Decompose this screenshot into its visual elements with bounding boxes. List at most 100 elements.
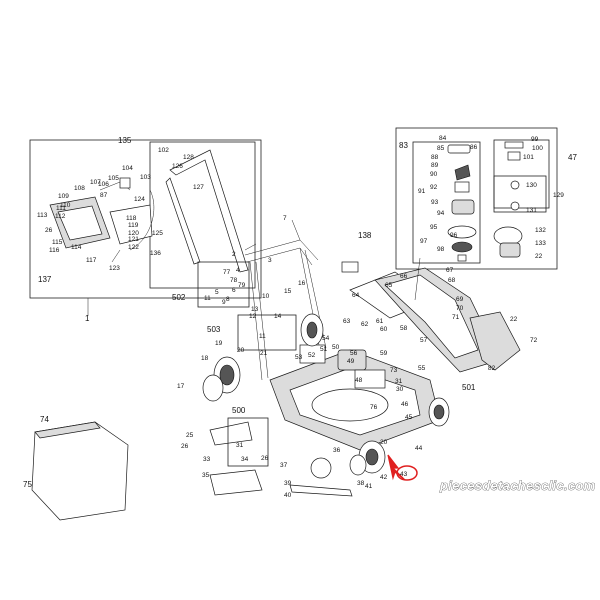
part-label-103: 103 bbox=[140, 174, 151, 181]
part-label-104: 104 bbox=[122, 165, 133, 172]
part-label-102: 102 bbox=[158, 147, 169, 154]
part-label-30: 30 bbox=[396, 386, 404, 393]
part-label-66: 66 bbox=[400, 273, 408, 280]
part-label-96: 96 bbox=[450, 232, 458, 239]
part-label-100: 100 bbox=[532, 145, 543, 152]
part-label-503: 503 bbox=[207, 325, 221, 334]
part-label-9: 9 bbox=[222, 299, 226, 306]
part-label-26: 26 bbox=[45, 227, 53, 234]
motor-group bbox=[395, 127, 558, 270]
part-label-37: 37 bbox=[280, 462, 288, 469]
part-label-45: 45 bbox=[405, 414, 413, 421]
part-label-67: 67 bbox=[446, 267, 454, 274]
part-label-63: 63 bbox=[343, 318, 351, 325]
part-label-35: 35 bbox=[202, 472, 210, 479]
part-label-38: 38 bbox=[357, 480, 365, 487]
part-label-58: 58 bbox=[400, 325, 408, 332]
part-label-92: 92 bbox=[430, 184, 438, 191]
part-label-12: 12 bbox=[249, 313, 257, 320]
part-label-121: 121 bbox=[128, 236, 139, 243]
part-label-85: 85 bbox=[437, 145, 445, 152]
part-label-82: 82 bbox=[488, 365, 496, 372]
part-label-502: 502 bbox=[172, 293, 186, 302]
part-label-6: 6 bbox=[232, 287, 236, 294]
part-label-44: 44 bbox=[415, 445, 423, 452]
part-label-5: 5 bbox=[215, 289, 219, 296]
part-label-31: 31 bbox=[395, 378, 403, 385]
part-label-136: 136 bbox=[150, 250, 161, 257]
part-label-114: 114 bbox=[71, 244, 82, 251]
part-label-1: 1 bbox=[85, 314, 90, 323]
part-label-76: 76 bbox=[370, 404, 378, 411]
part-label-14: 14 bbox=[274, 313, 282, 320]
part-label-15: 15 bbox=[284, 288, 292, 295]
part-label-55: 55 bbox=[418, 365, 426, 372]
part-label-133: 133 bbox=[535, 240, 546, 247]
part-label-43: 43 bbox=[400, 471, 408, 478]
part-label-112: 112 bbox=[55, 213, 66, 220]
part-label-31b: 31 bbox=[236, 442, 244, 449]
part-label-50: 50 bbox=[332, 344, 340, 351]
part-label-130: 130 bbox=[526, 182, 537, 189]
part-label-26c: 26 bbox=[261, 455, 269, 462]
part-label-54: 54 bbox=[322, 335, 330, 342]
part-label-88: 88 bbox=[431, 154, 439, 161]
part-label-22b: 22 bbox=[510, 316, 518, 323]
part-label-11b: 11 bbox=[259, 333, 266, 340]
rear-right-wheel bbox=[349, 440, 386, 476]
part-label-13: 13 bbox=[251, 306, 259, 313]
part-label-22: 22 bbox=[535, 253, 543, 260]
part-label-120: 120 bbox=[128, 230, 139, 237]
part-label-26b: 26 bbox=[181, 443, 189, 450]
part-label-10: 10 bbox=[262, 293, 270, 300]
part-label-79: 79 bbox=[238, 282, 246, 289]
part-label-8: 8 bbox=[226, 296, 230, 303]
highlight-marker bbox=[387, 454, 418, 481]
part-label-21: 21 bbox=[260, 350, 268, 357]
part-label-70: 70 bbox=[456, 305, 464, 312]
part-label-40: 40 bbox=[284, 492, 292, 499]
part-label-64: 64 bbox=[352, 292, 360, 299]
part-label-126: 126 bbox=[172, 163, 183, 170]
part-label-7: 7 bbox=[283, 215, 287, 222]
part-label-129: 129 bbox=[553, 192, 564, 199]
part-label-132: 132 bbox=[535, 227, 546, 234]
part-label-39: 39 bbox=[284, 480, 292, 487]
part-label-41: 41 bbox=[365, 483, 373, 490]
part-label-68: 68 bbox=[448, 277, 456, 284]
part-label-105: 105 bbox=[108, 175, 119, 182]
watermark: piecesdetachesclic.com bbox=[439, 478, 596, 493]
part-label-33: 33 bbox=[203, 456, 211, 463]
part-label-36: 36 bbox=[333, 447, 341, 454]
part-label-16: 16 bbox=[298, 280, 306, 287]
part-label-69: 69 bbox=[456, 296, 464, 303]
part-label-61: 61 bbox=[376, 318, 384, 325]
part-label-128: 128 bbox=[183, 154, 194, 161]
mower-assembly bbox=[31, 219, 521, 521]
part-label-91: 91 bbox=[418, 188, 426, 195]
part-label-20: 20 bbox=[237, 347, 245, 354]
part-label-83: 83 bbox=[399, 141, 408, 150]
part-label-115: 115 bbox=[52, 239, 63, 246]
part-label-122: 122 bbox=[128, 244, 139, 251]
part-label-3: 3 bbox=[268, 257, 272, 264]
part-label-138: 138 bbox=[358, 231, 372, 240]
handle-controls-group bbox=[29, 139, 262, 316]
part-label-2: 2 bbox=[232, 251, 236, 258]
part-label-123: 123 bbox=[109, 265, 120, 272]
part-label-90: 90 bbox=[430, 171, 438, 178]
part-label-93: 93 bbox=[431, 199, 439, 206]
part-label-84: 84 bbox=[439, 135, 447, 142]
part-label-87: 87 bbox=[100, 192, 108, 199]
front-left-wheel bbox=[202, 356, 241, 402]
part-label-501: 501 bbox=[462, 383, 476, 392]
part-label-71: 71 bbox=[452, 314, 460, 321]
part-label-119: 119 bbox=[128, 222, 139, 229]
part-label-11: 11 bbox=[204, 295, 211, 302]
part-label-106: 106 bbox=[98, 181, 109, 188]
part-label-78: 78 bbox=[230, 277, 238, 284]
part-label-74: 74 bbox=[40, 415, 49, 424]
part-label-111: 111 bbox=[56, 205, 66, 212]
part-label-73: 73 bbox=[390, 367, 398, 374]
